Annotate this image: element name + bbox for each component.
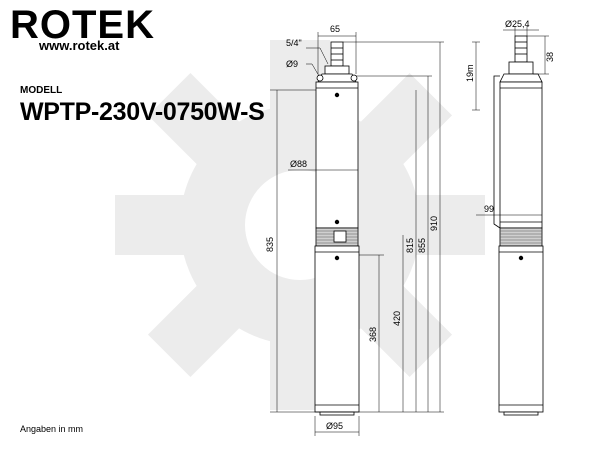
dim-cable-width: 99 — [484, 204, 494, 214]
outlet-nipple-side — [514, 35, 528, 63]
eyelet-left — [316, 74, 324, 82]
dim-outlet-height: 38 — [545, 52, 555, 62]
dim-420: 420 — [392, 311, 402, 326]
motor-housing — [315, 81, 359, 229]
outlet-nut-side — [508, 61, 534, 75]
outlet-nut — [324, 65, 350, 75]
model-name: WPTP-230V-0750W-S — [20, 98, 265, 126]
dim-motor-diameter: Ø88 — [290, 159, 307, 169]
dim-outlet-diameter: Ø25,4 — [505, 19, 530, 29]
dim-thread: 5/4" — [286, 38, 302, 48]
dim-910: 910 — [429, 216, 439, 231]
pump-body — [314, 245, 360, 413]
logo-text: ROTEK — [10, 4, 155, 47]
model-label: MODELL — [20, 85, 63, 96]
screw-pump-side — [518, 255, 524, 261]
dim-cable-length: 19m — [465, 64, 475, 82]
units-note: Angaben in mm — [20, 424, 84, 434]
screw-bottom — [334, 219, 340, 225]
dim-835: 835 — [265, 237, 275, 252]
cable-clamp — [333, 230, 347, 243]
dim-width-top: 65 — [330, 24, 340, 34]
motor-housing-side — [499, 81, 543, 229]
dim-hole: Ø9 — [286, 59, 298, 69]
website-url: www.rotek.at — [39, 38, 120, 53]
eyelet-right — [350, 74, 358, 82]
dim-body-diameter: Ø95 — [326, 421, 343, 431]
dim-815: 815 — [405, 238, 415, 253]
bottom-base-side — [503, 411, 539, 416]
bottom-base — [319, 411, 355, 416]
pump-front-view — [314, 41, 360, 416]
pump-side-view — [493, 35, 544, 416]
cable-guard — [493, 75, 501, 229]
pump-body-side — [498, 245, 544, 413]
screw-top — [334, 92, 340, 98]
top-cap-side — [499, 73, 543, 83]
rotek-logo: ROTEK — [10, 4, 155, 47]
dim-855: 855 — [417, 238, 427, 253]
top-cap — [317, 73, 357, 83]
dim-368: 368 — [368, 327, 378, 342]
screw-pump — [334, 255, 340, 261]
